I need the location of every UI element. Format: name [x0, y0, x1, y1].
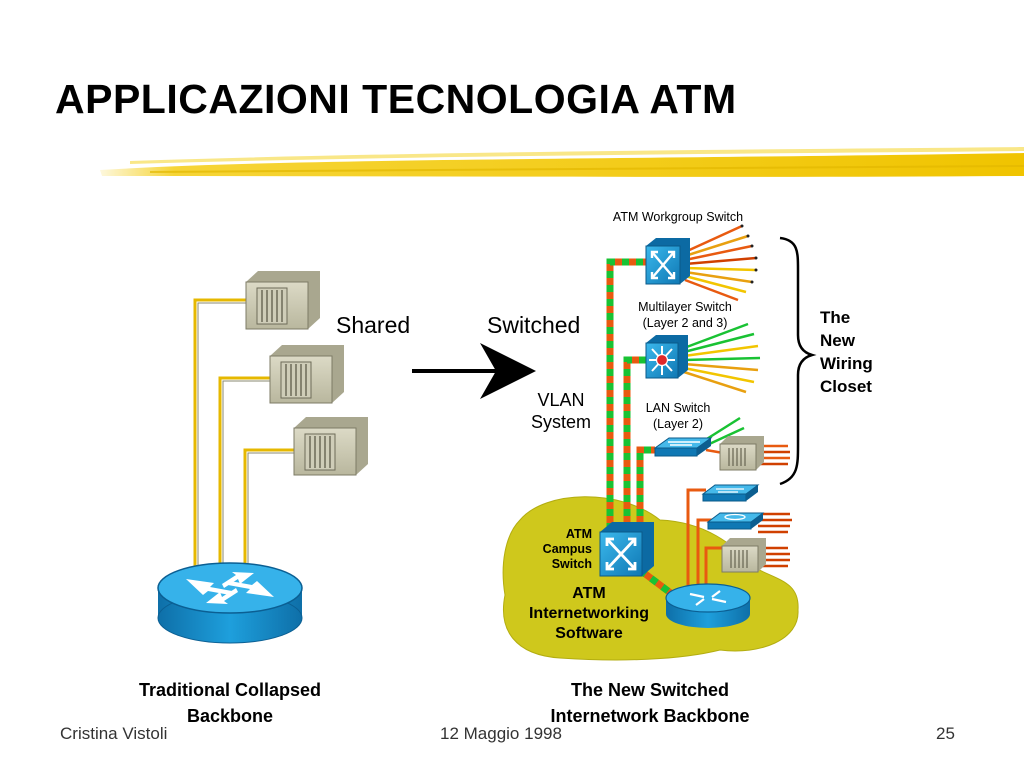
hub-icon [245, 271, 320, 330]
caption-traditional-backbone: Traditional Collapsed Backbone [138, 680, 322, 726]
hub-icon [293, 417, 368, 476]
lan-switch-label: LAN Switch (Layer 2) [645, 401, 711, 431]
slide-title: APPLICAZIONI TECNOLOGIA ATM [55, 76, 737, 122]
router-icon [665, 583, 751, 628]
vlan-system-label: VLAN System [530, 390, 591, 432]
edge-lan-switch-icon [701, 484, 760, 502]
footer-author: Cristina Vistoli [60, 724, 168, 743]
multilayer-switch-label: Multilayer Switch (Layer 2 and 3) [638, 300, 732, 330]
vlan-uplinks [606, 258, 683, 603]
multilayer-switch-icon [645, 335, 688, 379]
caption-new-switched-backbone: The New Switched Internetwork Backbone [550, 680, 750, 726]
workgroup-switch-cables [684, 224, 758, 302]
hub-icon [721, 538, 766, 573]
atm-internetworking-label: ATM Internetworking Software [528, 585, 649, 642]
page-number: 25 [936, 724, 955, 743]
multilayer-switch-cables [683, 322, 761, 394]
traditional-backbone [157, 271, 368, 644]
router-icon [157, 562, 303, 644]
wiring-closet-label: The New Wiring Closet [820, 308, 873, 396]
atm-campus-switch-icon [599, 522, 654, 577]
title-underline-brush [100, 147, 1024, 177]
hub-icon [719, 436, 764, 471]
hub-icon [269, 345, 344, 404]
atm-workgroup-switch-icon [645, 238, 690, 285]
switched-label: Switched [487, 312, 581, 338]
hub-cabling [193, 298, 296, 580]
atm-campus-switch-label: ATM Campus Switch [542, 527, 592, 571]
edge-cables [686, 488, 792, 595]
lan-switch-icon [653, 437, 713, 457]
shared-label: Shared [336, 312, 411, 338]
wiring-closet-brace [779, 236, 817, 486]
footer-date: 12 Maggio 1998 [440, 724, 562, 743]
atm-workgroup-switch-label: ATM Workgroup Switch [612, 210, 744, 224]
edge-lan-switch-icon [706, 512, 765, 530]
